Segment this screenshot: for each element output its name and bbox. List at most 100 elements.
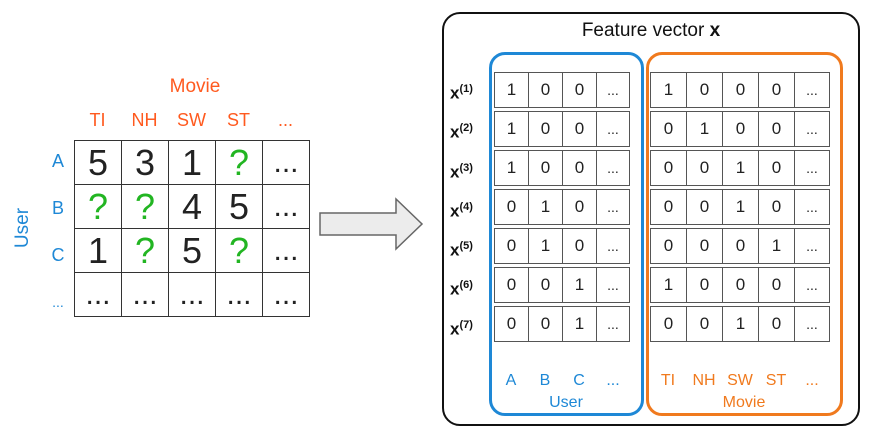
feature-cell: 1 [528, 228, 562, 264]
feature-cell: 0 [494, 228, 528, 264]
feature-cell: 1 [562, 267, 596, 303]
feature-cell: 0 [562, 228, 596, 264]
rating-cell: 1 [168, 140, 216, 185]
feature-cell: 0 [686, 267, 722, 303]
feature-cell: 0 [650, 111, 686, 147]
feature-cell: 0 [562, 189, 596, 225]
movie-col-sw: SW [177, 110, 206, 130]
feature-cell: 0 [722, 111, 758, 147]
feature-cell: 0 [494, 267, 528, 303]
feature-cell: 0 [758, 111, 794, 147]
movie-col-ti: TI [660, 372, 676, 389]
rating-cell: 5 [215, 184, 263, 229]
rating-cell-unknown: ? [74, 184, 122, 229]
movie-col-nh: NH [131, 110, 158, 130]
feature-vector-title: Feature vector x [442, 20, 860, 42]
rating-cell-more: ... [262, 140, 310, 185]
feature-cell: ... [596, 150, 630, 186]
feature-cell: 0 [686, 228, 722, 264]
user-col-more: ... [606, 372, 620, 389]
feature-cell: 0 [528, 306, 562, 342]
feature-cell: 0 [650, 150, 686, 186]
feature-row-label-4: x(4) [450, 200, 473, 221]
feature-cell: 0 [686, 306, 722, 342]
feature-cell: 1 [722, 189, 758, 225]
feature-cell: ... [596, 267, 630, 303]
feature-cell: ... [794, 72, 830, 108]
user-row-more: ... [52, 294, 64, 310]
transform-arrow-icon [319, 197, 424, 251]
feature-cell: 0 [686, 189, 722, 225]
feature-cell: 1 [494, 150, 528, 186]
rating-row: 5 3 1 ? ... [74, 140, 310, 185]
feature-cell: ... [596, 306, 630, 342]
rating-row: ? ? 4 5 ... [74, 184, 310, 229]
rating-cell-unknown: ? [215, 228, 263, 273]
feature-cell: 1 [722, 150, 758, 186]
feature-cell: ... [596, 189, 630, 225]
rating-row: 1 ? 5 ? ... [74, 228, 310, 273]
feature-row-label-2: x(2) [450, 122, 473, 142]
user-col-c: C [573, 372, 585, 389]
user-col-a: A [505, 372, 517, 389]
movie-col-st: ST [765, 372, 787, 389]
user-axis-title: User [12, 207, 33, 249]
feature-cell: ... [794, 267, 830, 303]
movie-col-ti: TI [89, 110, 106, 130]
feature-row-labels: x(1) x(2) x(3) x(4) x(5) x(6) x(7) [450, 71, 490, 346]
user-col-labels: A B C ... [494, 372, 630, 390]
feature-cell: 0 [528, 267, 562, 303]
rating-cell-more: ... [168, 272, 216, 317]
movie-group-label: Movie [722, 394, 766, 411]
feature-cell: ... [794, 306, 830, 342]
feature-cell: ... [794, 111, 830, 147]
feature-cell: 0 [562, 111, 596, 147]
feature-cell: 0 [722, 228, 758, 264]
feature-cell: 1 [650, 267, 686, 303]
rating-cell: 3 [121, 140, 169, 185]
feature-cell: 0 [686, 72, 722, 108]
movie-axis-title: Movie [169, 76, 221, 97]
feature-cell: 0 [562, 150, 596, 186]
feature-cell: 0 [722, 72, 758, 108]
feature-cell: 0 [562, 72, 596, 108]
feature-cell: 0 [650, 228, 686, 264]
rating-cell: 1 [74, 228, 122, 273]
user-block-frame [489, 52, 644, 416]
rating-cell: 5 [168, 228, 216, 273]
feature-cell: ... [596, 111, 630, 147]
feature-cell: 1 [562, 306, 596, 342]
movie-col-labels: TI NH SW ST ... [650, 372, 830, 390]
feature-cell: 0 [528, 72, 562, 108]
user-group-label: User [549, 394, 583, 411]
feature-cell: ... [596, 72, 630, 108]
rating-matrix: 5 3 1 ? ... ? ? 4 5 ... 1 ? 5 ? ... ... … [74, 140, 310, 317]
feature-cell: 0 [528, 150, 562, 186]
feature-cell: ... [596, 228, 630, 264]
feature-cell: 1 [494, 111, 528, 147]
feature-cell: 1 [722, 306, 758, 342]
feature-cell: ... [794, 228, 830, 264]
rating-cell-more: ... [74, 272, 122, 317]
feature-cell: ... [794, 189, 830, 225]
feature-row-label-5: x(5) [450, 240, 473, 260]
feature-cell: 0 [758, 189, 794, 225]
movie-col-nh: NH [692, 372, 716, 389]
movie-col-more: ... [277, 110, 293, 130]
feature-cell: 0 [758, 306, 794, 342]
feature-row-label-7: x(7) [450, 318, 473, 339]
feature-cell: 0 [758, 72, 794, 108]
feature-cell: 0 [650, 306, 686, 342]
feature-cell: 1 [494, 72, 528, 108]
rating-cell-unknown: ? [215, 140, 263, 185]
